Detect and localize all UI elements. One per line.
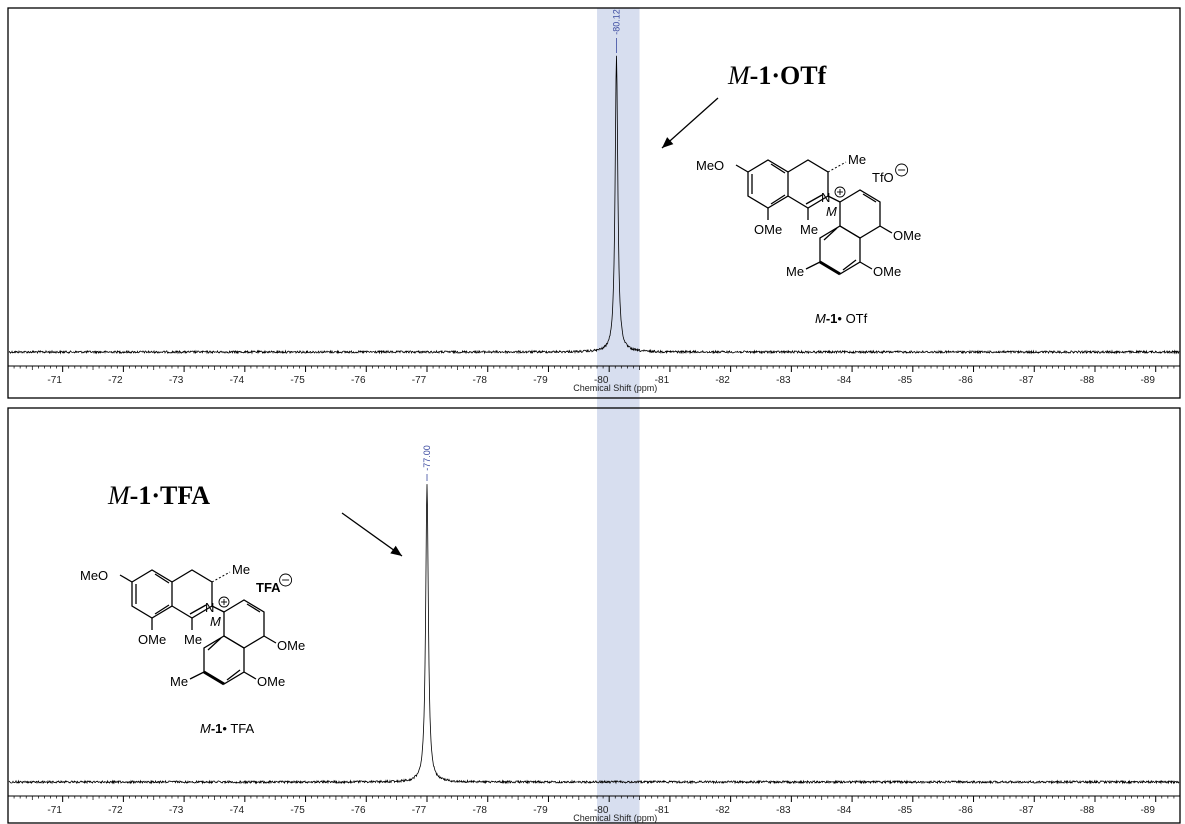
structure-label: OMe (257, 674, 285, 689)
structure-label: N (821, 190, 830, 205)
compound-annotation: M-1·TFA (107, 481, 210, 510)
tick-label: -76 (351, 375, 366, 386)
tick-label: -85 (898, 375, 913, 386)
tick-label: -87 (1019, 805, 1034, 816)
tick-label: -73 (169, 805, 184, 816)
tick-label: -75 (290, 805, 305, 816)
minus-charge (895, 163, 909, 177)
tick-label: -75 (290, 375, 305, 386)
tick-label: -82 (715, 805, 730, 816)
structure-label: N (205, 600, 214, 615)
structure-skeleton (118, 568, 278, 686)
tick-label: -84 (837, 805, 852, 816)
structure-label: MeO (80, 568, 108, 583)
counterion-label: TFA (256, 580, 281, 595)
structure-label: MeO (696, 158, 724, 173)
tick-label: -86 (958, 805, 973, 816)
structure-label: Me (848, 152, 866, 167)
tick-label: -71 (47, 375, 62, 386)
minor-ticks (7, 366, 1181, 370)
tick-label: -87 (1019, 375, 1034, 386)
tick-label: -71 (47, 805, 62, 816)
structure-label: Me (232, 562, 250, 577)
tick-label: -88 (1080, 805, 1095, 816)
tick-label: -78 (473, 805, 488, 816)
peak-label: -77.00 (422, 445, 432, 471)
tick-label: -72 (108, 375, 123, 386)
spectrum-panels: -71 -72 -73 -74 -75 -76 -77 -78 -79 -80 -81 -82 -83 -… (7, 7, 1181, 824)
minor-ticks (7, 796, 1181, 800)
structure-label: OMe (754, 222, 782, 237)
tick-label: -74 (230, 805, 245, 816)
tick-label: -80 (594, 805, 609, 816)
minus-charge (279, 573, 293, 587)
highlight-band (597, 8, 640, 823)
x-axis-title: Chemical Shift (ppm) (573, 383, 657, 393)
x-axis-title: Chemical Shift (ppm) (573, 813, 657, 823)
tick-label: -72 (108, 805, 123, 816)
structure-label: Me (184, 632, 202, 647)
arrow-head (390, 545, 402, 556)
spectrum-trace (8, 55, 1180, 355)
tick-label: -85 (898, 805, 913, 816)
tick-label: -74 (230, 375, 245, 386)
peak-label-group: -80.12 (611, 9, 621, 35)
peak-label: -80.12 (611, 9, 621, 35)
structure-label: Me (800, 222, 818, 237)
tick-label: -88 (1080, 375, 1095, 386)
tick-label: -78 (473, 375, 488, 386)
tick-label: -81 (655, 375, 670, 386)
spectrum-trace (8, 484, 1180, 785)
tick-label: -82 (715, 375, 730, 386)
tick-label: -77 (412, 805, 427, 816)
spectrum-panel-1: -71 -72 -73 -74 -75 -76 -77 -78 -79 -80 -81 -82 -83 -… (7, 7, 1181, 399)
tick-label: -73 (169, 375, 184, 386)
tick-label: -79 (533, 375, 548, 386)
plus-charge (218, 596, 230, 608)
arrow-head (662, 137, 674, 148)
tick-label: -81 (655, 805, 670, 816)
counterion-label: TfO (872, 170, 894, 185)
tick-label: -84 (837, 375, 852, 386)
plus-charge (834, 186, 846, 198)
annotation-arrow (661, 97, 719, 149)
panel-frame (7, 407, 1181, 824)
structure-label: OMe (893, 228, 921, 243)
tick-label: -79 (533, 805, 548, 816)
tick-label: -89 (1140, 375, 1155, 386)
structure-skeleton (734, 158, 894, 276)
structure-label: OMe (873, 264, 901, 279)
structure-label: OMe (138, 632, 166, 647)
spectrum-panel-2: -71 -72 -73 -74 -75 -76 -77 -78 -79 -80 -81 -82 -83 -… (7, 407, 1181, 824)
tick-label: -76 (351, 805, 366, 816)
structure-label: M (210, 614, 221, 629)
structure-caption: M-1• TFA (200, 721, 254, 736)
compound-annotation: M-1·OTf (727, 61, 827, 90)
structure-caption: M-1• OTf (815, 311, 868, 326)
structure-label: M (826, 204, 837, 219)
panel-frame (7, 7, 1181, 399)
structure-label: OMe (277, 638, 305, 653)
tick-label: -83 (776, 375, 791, 386)
tick-label: -89 (1140, 805, 1155, 816)
annotation-arrow (341, 512, 403, 557)
peak-label-group: -77.00 (422, 445, 432, 471)
tick-label: -86 (958, 375, 973, 386)
tick-label: -77 (412, 375, 427, 386)
structure-label: Me (170, 674, 188, 689)
tick-label: -83 (776, 805, 791, 816)
structure-label: Me (786, 264, 804, 279)
tick-label: -80 (594, 375, 609, 386)
